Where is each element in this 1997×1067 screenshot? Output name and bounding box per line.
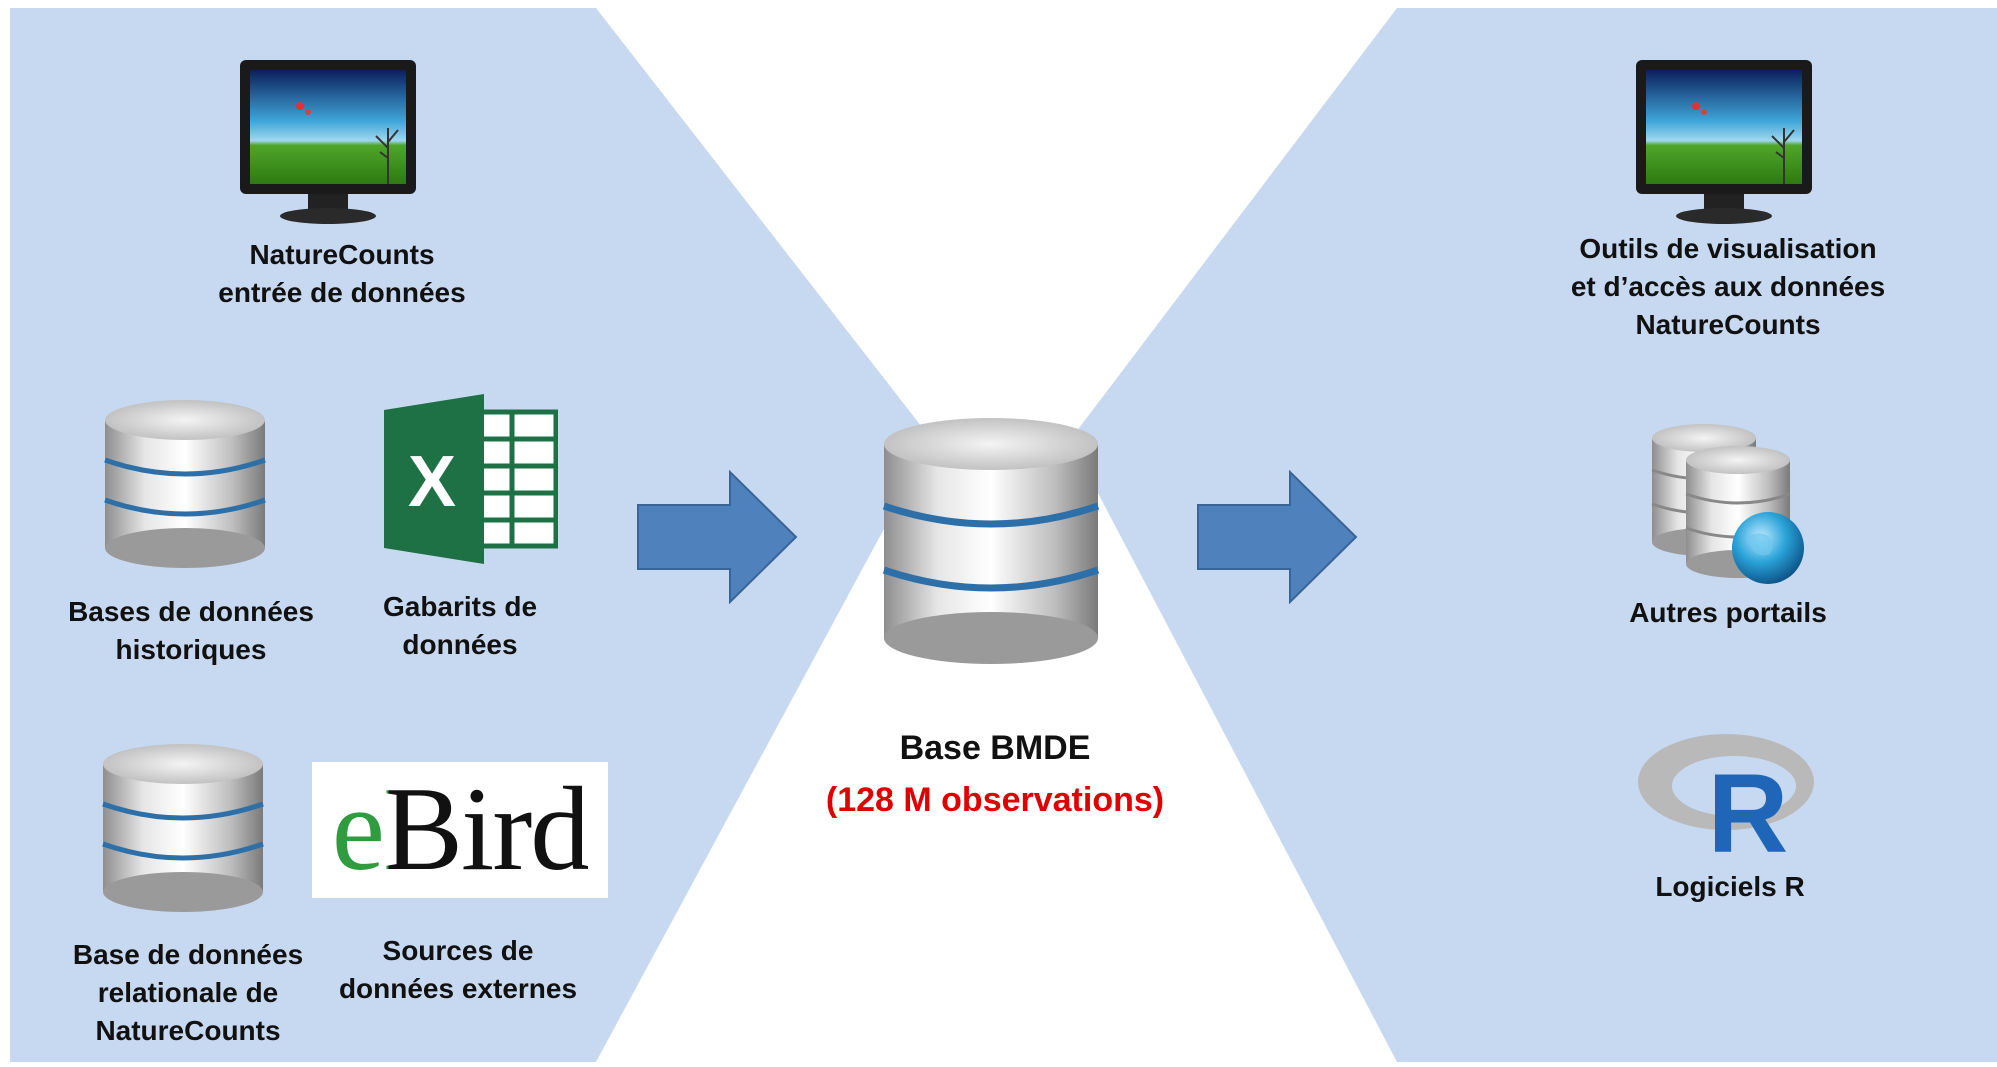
relational-db-line1: Base de données — [72, 939, 304, 970]
templates-line1: Gabarits de — [382, 591, 538, 622]
arrow-right-icon — [1197, 470, 1358, 604]
naturecounts-entry-line2: entrée de données — [218, 277, 466, 308]
relational-db-line3: NatureCounts — [95, 1015, 281, 1046]
r-software-label: Logiciels R — [1620, 868, 1840, 906]
naturecounts-entry-line1: NatureCounts — [249, 239, 435, 270]
templates-label: Gabarits de données — [340, 588, 580, 664]
monitor-icon — [1636, 60, 1812, 224]
r-logo: R — [1638, 734, 1814, 854]
external-sources-line2: données externes — [338, 973, 578, 1004]
tools-line2: et d’accès aux données — [1570, 271, 1886, 302]
tools-label: Outils de visualisation et d’accès aux d… — [1560, 230, 1896, 344]
r-logo-text: R — [1708, 751, 1789, 854]
historical-db-line2: historiques — [115, 634, 267, 665]
excel-icon: X — [384, 394, 558, 564]
historical-db-line1: Bases de données — [68, 596, 314, 627]
database-icon — [104, 400, 266, 568]
relational-db-label: Base de données relationale de NatureCou… — [50, 936, 326, 1050]
database-icon — [102, 744, 264, 912]
tools-line3: NatureCounts — [1635, 309, 1821, 340]
templates-line2: données — [402, 629, 518, 660]
svg-text:X: X — [408, 442, 456, 522]
ebird-logo-text: eBird — [331, 762, 591, 895]
tools-line1: Outils de visualisation — [1579, 233, 1877, 264]
center-db-title: Base BMDE — [899, 729, 1091, 767]
globe-database-icon — [1651, 424, 1804, 584]
arrow-right-icon — [637, 470, 798, 604]
relational-db-line2: relationale de — [97, 977, 279, 1008]
r-software-line1: Logiciels R — [1655, 871, 1805, 902]
naturecounts-entry-label: NatureCounts entrée de données — [204, 236, 480, 312]
external-sources-label: Sources de données externes — [330, 932, 586, 1008]
portals-line1: Autres portails — [1629, 597, 1827, 628]
historical-db-label: Bases de données historiques — [60, 593, 322, 669]
portals-label: Autres portails — [1590, 594, 1866, 632]
database-icon — [882, 418, 1100, 664]
ebird-logo: eBird — [312, 762, 608, 898]
center-db-label: Base BMDE (128 M observations) — [760, 722, 1230, 826]
external-sources-line1: Sources de — [382, 935, 534, 966]
center-db-subtitle: (128 M observations) — [825, 781, 1165, 819]
monitor-icon — [240, 60, 416, 224]
